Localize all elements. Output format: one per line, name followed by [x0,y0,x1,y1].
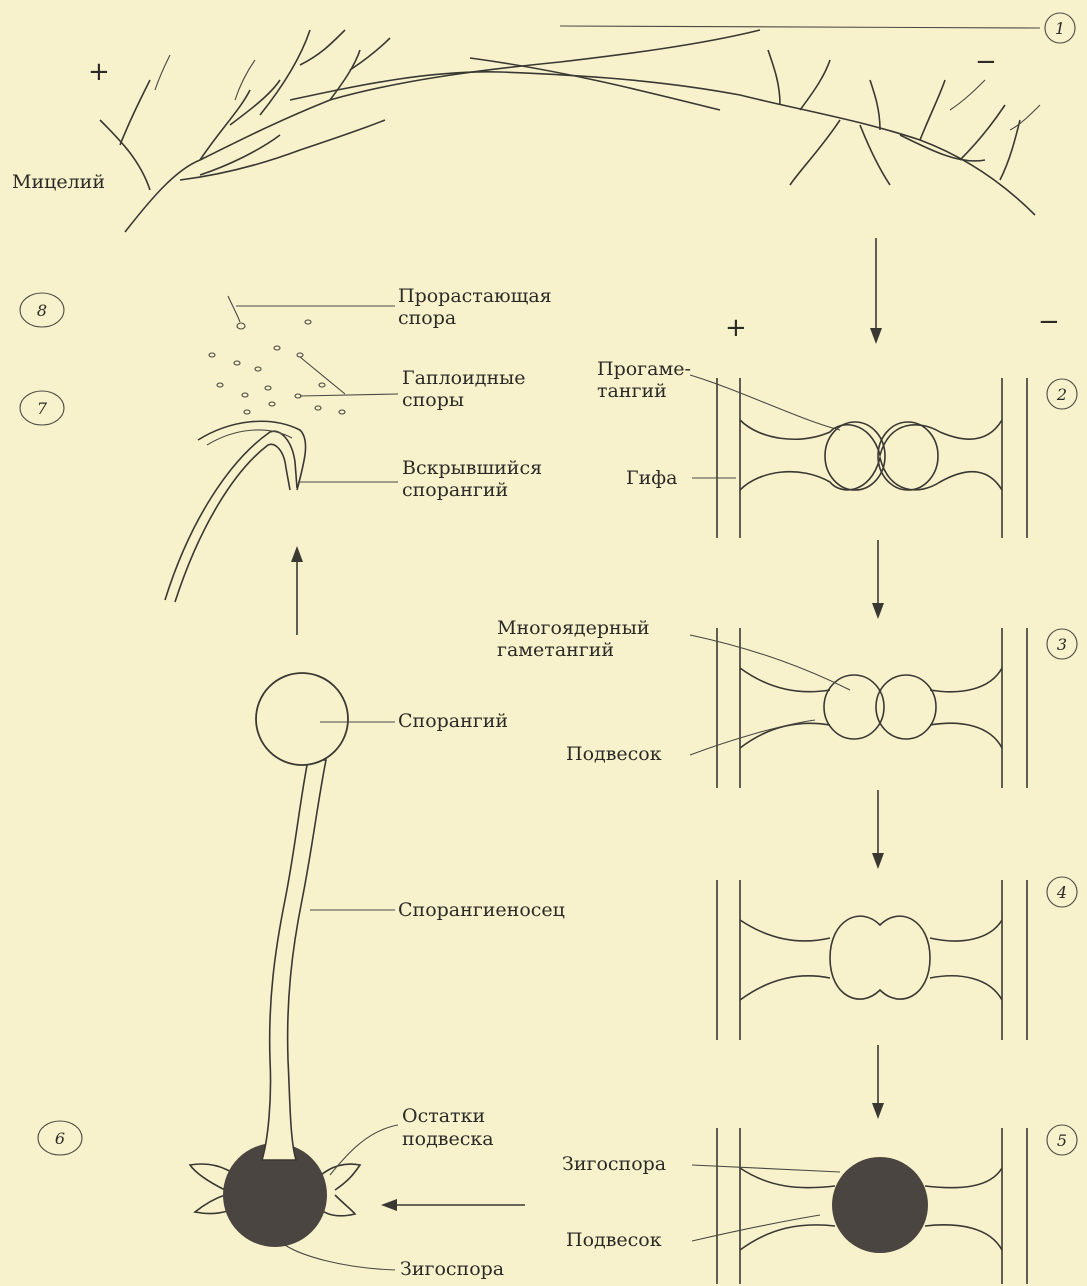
zygospore-left-label: Зигоспора [400,1258,504,1280]
stage-7-opened-sporangium [165,421,306,602]
mycelium-plus [100,30,760,232]
svg-text:4: 4 [1056,883,1067,902]
mycelium-label: Мицелий [12,171,105,193]
svg-text:3: 3 [1057,635,1067,654]
suspensor-3-leader [690,720,815,755]
mycelium-minus-sign: − [975,47,997,77]
stage-6-sporangiophore [190,673,360,1247]
suspensor-remains-leader [330,1125,398,1175]
arrow-1-to-2 [870,238,882,344]
stage-number-6: 6 [38,1121,82,1155]
svg-text:7: 7 [37,399,48,418]
stage-number-2: 2 [1047,379,1077,409]
stage-number-5: 5 [1047,1125,1077,1155]
stage-number-3: 3 [1047,629,1077,659]
zygospore-5-label: Зигоспора [562,1153,666,1175]
haploid-spores [209,320,345,414]
suspensor-remains-label-1: Остатки [402,1105,485,1127]
haploid-spores-leader-a [300,357,345,394]
haploid-spores-label-2: споры [402,389,464,411]
arrow-6-to-7 [291,546,303,635]
progametangium-label-1: Прогаме- [597,358,691,380]
stage-number-1: 1 [1045,13,1075,43]
sporangium-label: Спорангий [398,710,508,732]
gametangium-label-2: гаметангий [497,639,614,661]
haploid-spores-leader-b [300,394,398,396]
arrow-4-to-5 [872,1045,884,1119]
gametangium-leader [690,635,850,690]
opened-sporangium-label-2: спорангий [402,479,508,501]
germinating-spore [228,296,245,329]
stage-4-fusion [717,880,1027,1040]
germinating-spore-label-2: спора [398,307,456,329]
gametangium-label-1: Многоядерный [497,617,650,639]
stage-1-leader [560,26,1040,28]
sporangiophore-label: Спорангиеносец [398,899,565,921]
mycelium-plus-sign: + [88,57,110,87]
svg-text:2: 2 [1056,385,1067,404]
stage-number-7: 7 [20,391,64,425]
progametangium-label-2: тангий [597,380,667,402]
zygospore-left-leader [285,1245,395,1270]
suspensor-5-leader [692,1215,820,1241]
svg-text:8: 8 [37,301,47,320]
arrow-2-to-3 [872,540,884,619]
stage-5-zygospore [717,1128,1027,1284]
stage-2-plus-sign: + [725,313,747,343]
mycelium-minus [290,50,1040,215]
suspensor-3-label: Подвесок [566,743,662,765]
svg-text:1: 1 [1055,19,1065,38]
progametangium-leader [690,375,840,430]
arrow-3-to-4 [872,790,884,869]
zygospore-5-leader [692,1165,840,1172]
stage-2-minus-sign: − [1038,307,1060,337]
svg-text:5: 5 [1057,1131,1067,1150]
suspensor-remains-label-2: подвеска [402,1128,494,1150]
stage-number-4: 4 [1047,877,1077,907]
hypha-label: Гифа [626,467,677,489]
arrow-5-to-6 [381,1199,525,1211]
stage-3-gametangia [717,628,1027,788]
germinating-spore-label-1: Прорастающая [398,285,552,307]
suspensor-5-label: Подвесок [566,1229,662,1251]
svg-text:6: 6 [55,1129,65,1148]
haploid-spores-label-1: Гаплоидные [402,367,525,389]
opened-sporangium-label-1: Вскрывшийся [402,457,542,479]
stage-number-8: 8 [20,293,64,327]
